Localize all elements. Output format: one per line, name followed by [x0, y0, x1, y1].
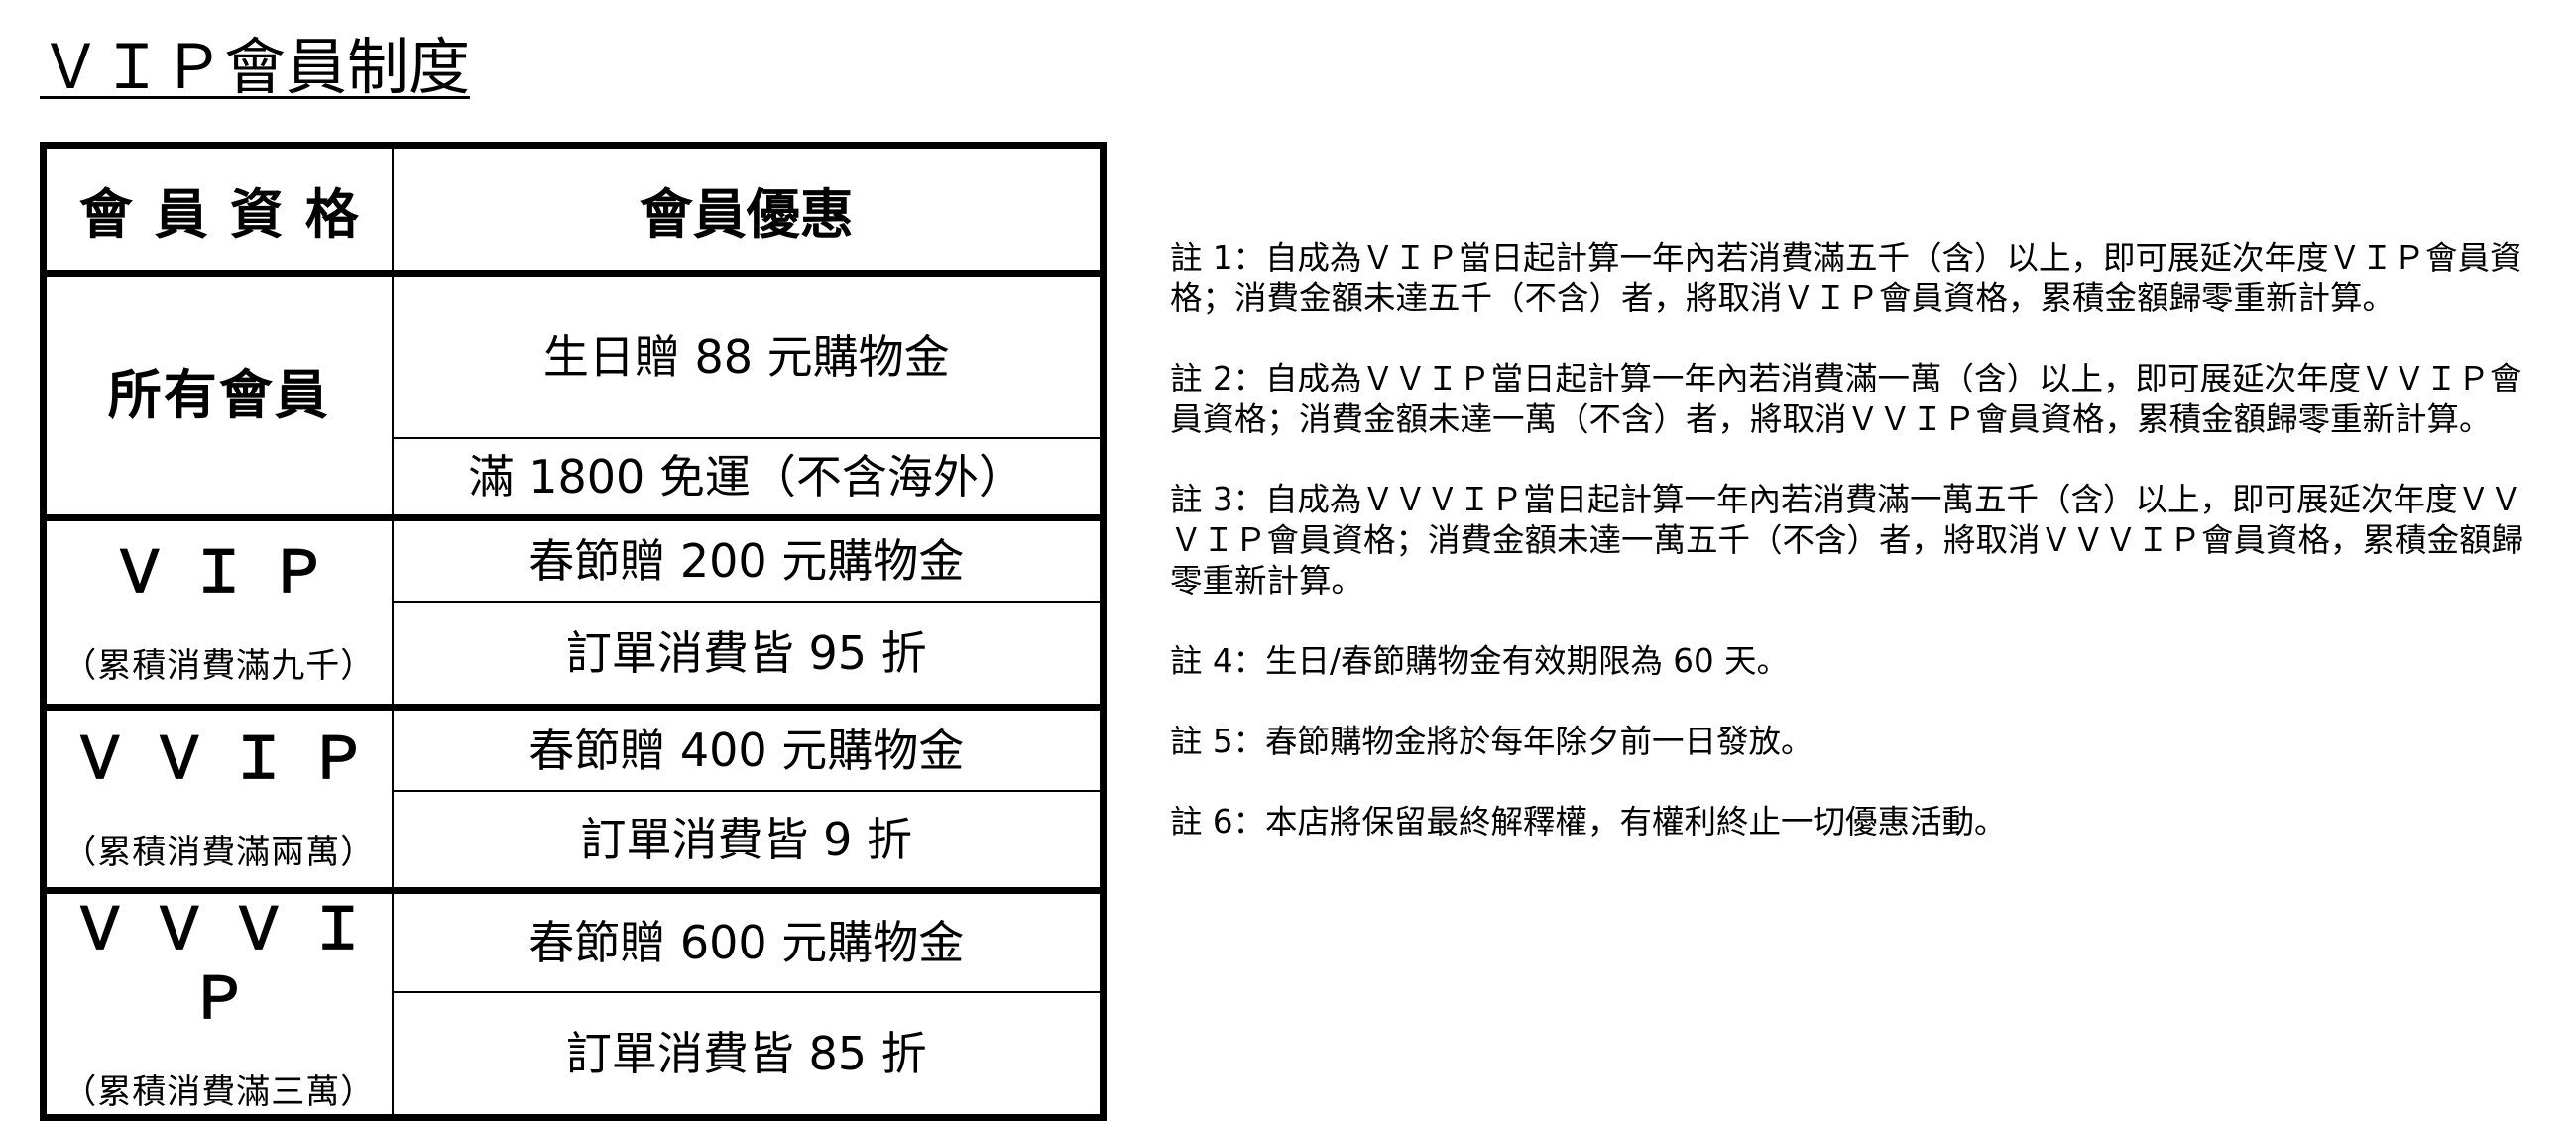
table-row: 訂單消費皆 9 折	[44, 790, 1105, 892]
tier-cell-vvvip: ＶＶＶＩＰ （累積消費滿三萬）	[42, 887, 394, 1119]
table-row: ＶＩＰ （累積消費滿九千） 春節贈 200 元購物金	[42, 514, 1105, 709]
note-3: 註 3：自成為ＶＶＶＩＰ當日起計算一年內若消費滿一萬五千（含）以上，即可展延次年…	[1170, 481, 2524, 600]
notes-section: 註 1：自成為ＶＩＰ當日起計算一年內若消費滿五千（含）以上，即可展延次年度ＶＩＰ…	[1170, 238, 2538, 882]
table-row: 訂單消費皆 95 折	[44, 601, 1105, 709]
benefit-cell: 訂單消費皆 85 折	[391, 990, 1105, 1119]
tier-cell-vip: ＶＩＰ （累積消費滿九千）	[42, 514, 394, 709]
tier-requirement: （累積消費滿三萬）	[62, 1072, 376, 1112]
note-1: 註 1：自成為ＶＩＰ當日起計算一年內若消費滿五千（含）以上，即可展延次年度ＶＩＰ…	[1170, 239, 2522, 317]
tier-name: ＶＶＶＩＰ	[70, 895, 389, 1033]
table-row: ＶＶＶＩＰ （累積消費滿三萬） 春節贈 600 元購物金	[42, 886, 1105, 1119]
header-membership-benefit: 會員優惠	[391, 144, 1105, 277]
benefit-cell: 訂單消費皆 95 折	[391, 601, 1105, 709]
benefit-cell: 春節贈 600 元購物金	[391, 886, 1105, 993]
benefit-cell: 滿 1800 免運（不含海外）	[391, 436, 1105, 519]
tier-requirement: （累積消費滿九千）	[62, 646, 376, 686]
benefit-cell: 春節贈 400 元購物金	[391, 704, 1105, 792]
tier-name: ＶＩＰ	[110, 538, 349, 606]
benefit-cell: 訂單消費皆 9 折	[391, 790, 1105, 892]
note-4: 註 4：生日/春節購物金有效期限為 60 天。	[1170, 642, 1789, 680]
note-2: 註 2：自成為ＶＶＩＰ當日起計算一年內若消費滿一萬（含）以上，即可展延次年度ＶＶ…	[1170, 360, 2522, 438]
page-title: ＶＩＰ會員制度	[40, 31, 471, 103]
vip-membership-table: 會員資格 會員優惠 所有會員 生日贈 88 元購物金 滿 1800 免運（不含海…	[40, 142, 1107, 1121]
benefit-cell: 生日贈 88 元購物金	[391, 270, 1105, 439]
note-5: 註 5：春節購物金將於每年除夕前一日發放。	[1170, 723, 1814, 760]
header-membership-tier: 會員資格	[42, 144, 394, 277]
tier-name: 所有會員	[107, 364, 330, 426]
table-row: ＶＶＩＰ （累積消費滿兩萬） 春節贈 400 元購物金	[42, 704, 1105, 892]
tier-cell-vvip: ＶＶＩＰ （累積消費滿兩萬）	[42, 704, 394, 892]
table-row: 滿 1800 免運（不含海外）	[44, 436, 1105, 519]
table-header-row: 會員資格 會員優惠	[42, 144, 1105, 277]
note-6: 註 6：本店將保留最終解釋權，有權利終止一切優惠活動。	[1170, 803, 2007, 841]
tier-requirement: （累積消費滿兩萬）	[62, 833, 376, 872]
tier-name: ＶＶＩＰ	[70, 725, 389, 792]
table-row: 所有會員 生日贈 88 元購物金	[42, 270, 1105, 519]
tier-cell-all-members: 所有會員	[42, 270, 394, 519]
benefit-cell: 春節贈 200 元購物金	[391, 514, 1105, 603]
